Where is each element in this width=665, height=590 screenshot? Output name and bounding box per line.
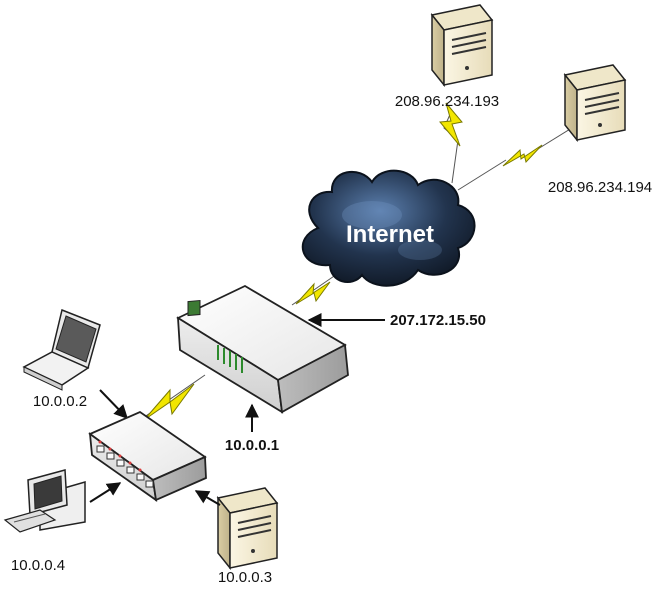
router-icon [176,284,349,414]
switch [88,410,207,502]
link-cloud-top-server [439,102,463,184]
laptop-ip: 10.0.0.2 [33,393,87,410]
server-right-ip: 208.96.234.194 [548,179,652,196]
desktop-computer-icon [3,469,86,533]
lightning-icon [502,144,543,167]
server-top: 208.96.234.193 [395,4,499,110]
server-bottom-ip: 10.0.0.3 [218,569,272,586]
server-icon [430,4,494,88]
server-top-ip: 208.96.234.193 [395,93,499,110]
switch-icon [88,410,207,502]
server-bottom: 10.0.0.3 [194,487,279,586]
server-right: 208.96.234.194 [548,64,652,196]
internet-cloud: Internet [301,169,476,287]
link-cloud-right-server [457,125,576,191]
router-lan-ip: 10.0.0.1 [225,437,279,454]
desktop-ip: 10.0.0.4 [11,557,65,574]
link-router-cloud [291,271,341,306]
lightning-icon [439,102,463,147]
laptop-icon [22,308,101,391]
link-switch-router [139,374,206,421]
lightning-icon [295,281,331,305]
desktop: 10.0.0.4 [3,469,122,574]
server-icon [216,487,279,571]
router-wan-ip: 207.172.15.50 [390,312,486,329]
lightning-icon [143,383,195,421]
laptop: 10.0.0.2 [22,308,128,420]
router: 207.172.15.50 10.0.0.1 [176,284,486,454]
cloud-label: Internet [346,221,434,248]
server-icon [563,64,627,143]
